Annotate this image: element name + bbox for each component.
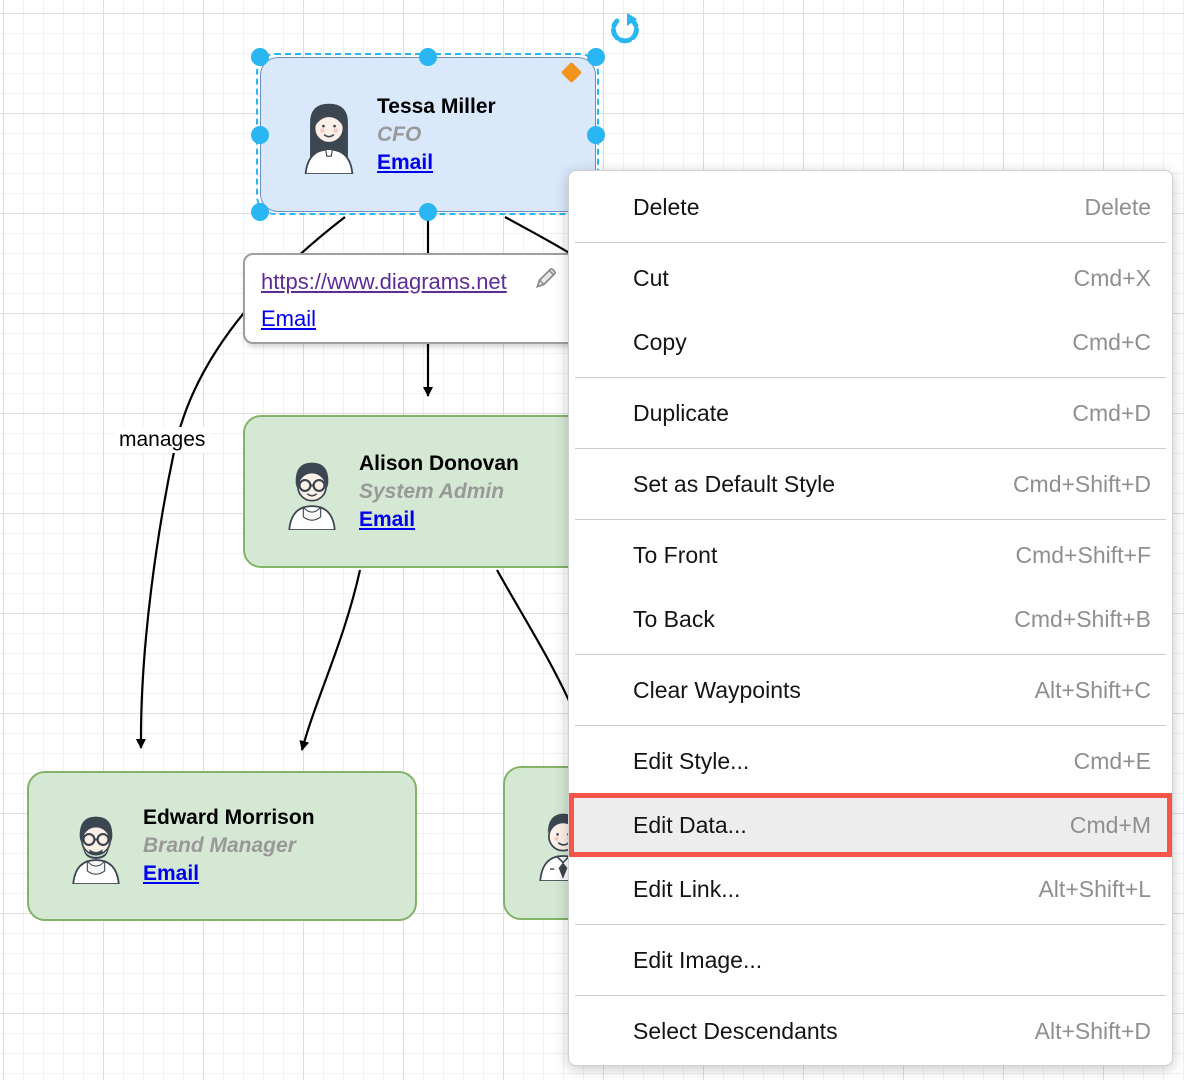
node-role: Brand Manager xyxy=(143,834,296,857)
menu-separator xyxy=(575,448,1166,449)
menu-item-shortcut: Delete xyxy=(1084,193,1151,220)
menu-item-to-front[interactable]: To Front Cmd+Shift+F xyxy=(569,523,1172,587)
node-alison-donovan[interactable]: Alison Donovan System Admin Email xyxy=(243,415,585,568)
menu-item-label: Duplicate xyxy=(633,399,729,426)
menu-item-label: Cut xyxy=(633,264,669,291)
selection-handle[interactable] xyxy=(251,48,269,66)
selection-handle[interactable] xyxy=(419,203,437,221)
edge-alison-right xyxy=(496,569,577,715)
menu-item-edit-style[interactable]: Edit Style... Cmd+E xyxy=(569,729,1172,793)
menu-item-shortcut: Cmd+Shift+B xyxy=(1014,605,1151,632)
selection-handle[interactable] xyxy=(587,48,605,66)
menu-item-edit-data[interactable]: Edit Data... Cmd+M xyxy=(569,793,1172,857)
link-popup: https://www.diagrams.net Email xyxy=(243,253,601,344)
menu-item-shortcut: Cmd+C xyxy=(1072,328,1151,355)
menu-item-label: Edit Link... xyxy=(633,875,741,902)
menu-item-edit-image[interactable]: Edit Image... xyxy=(569,928,1172,992)
menu-item-shortcut: Cmd+Shift+F xyxy=(1015,541,1152,568)
menu-item-cut[interactable]: Cut Cmd+X xyxy=(569,246,1172,310)
menu-separator xyxy=(575,519,1166,520)
node-email-link[interactable]: Email xyxy=(359,507,416,531)
menu-item-edit-link[interactable]: Edit Link... Alt+Shift+L xyxy=(569,857,1172,921)
menu-item-shortcut: Cmd+D xyxy=(1072,399,1151,426)
menu-item-label: Clear Waypoints xyxy=(633,676,801,703)
menu-item-shortcut: Alt+Shift+C xyxy=(1034,676,1151,703)
node-edward-morrison[interactable]: Edward Morrison Brand Manager Email xyxy=(27,771,417,921)
menu-item-label: Edit Style... xyxy=(633,747,750,774)
menu-separator xyxy=(575,377,1166,378)
avatar-man-glasses-icon xyxy=(288,462,336,530)
menu-item-shortcut: Cmd+Shift+D xyxy=(1012,470,1151,497)
selection-handle[interactable] xyxy=(419,48,437,66)
edge-alison-edward xyxy=(299,569,362,751)
node-role: System Admin xyxy=(359,479,505,503)
menu-item-shortcut: Cmd+X xyxy=(1073,264,1151,291)
rotate-icon[interactable] xyxy=(605,13,641,49)
menu-item-label: Edit Data... xyxy=(633,811,747,838)
menu-item-clear-waypoints[interactable]: Clear Waypoints Alt+Shift+C xyxy=(569,658,1172,722)
node-name: Tessa Miller xyxy=(377,94,496,118)
selection-handle[interactable] xyxy=(587,126,605,144)
selection-handle[interactable] xyxy=(251,126,269,144)
menu-separator xyxy=(575,242,1166,243)
node-name: Alison Donovan xyxy=(359,451,519,475)
node-name: Edward Morrison xyxy=(143,806,315,829)
menu-item-label: To Front xyxy=(633,541,718,568)
menu-item-to-back[interactable]: To Back Cmd+Shift+B xyxy=(569,587,1172,651)
menu-item-delete[interactable]: Delete Delete xyxy=(569,175,1172,239)
avatar-woman-icon xyxy=(304,103,354,174)
context-menu: Delete Delete Cut Cmd+X Copy Cmd+C Dupli… xyxy=(568,170,1173,1066)
pencil-icon[interactable] xyxy=(533,265,559,291)
menu-item-shortcut: Cmd+M xyxy=(1069,811,1151,838)
diagrams-net-link[interactable]: https://www.diagrams.net xyxy=(261,269,507,294)
menu-separator xyxy=(575,924,1166,925)
menu-separator xyxy=(575,995,1166,996)
node-email-link[interactable]: Email xyxy=(377,150,434,174)
node-tessa-miller[interactable]: Tessa Miller CFO Email xyxy=(260,57,596,212)
node-role: CFO xyxy=(377,122,422,146)
menu-item-select-descendants[interactable]: Select Descendants Alt+Shift+D xyxy=(569,999,1172,1063)
edge-label-manages[interactable]: manages xyxy=(114,427,211,453)
menu-item-label: Delete xyxy=(633,193,700,220)
menu-item-label: Select Descendants xyxy=(633,1017,838,1044)
menu-item-label: Copy xyxy=(633,328,687,355)
menu-item-shortcut: Alt+Shift+L xyxy=(1038,875,1151,902)
menu-item-set-as-default-style[interactable]: Set as Default Style Cmd+Shift+D xyxy=(569,452,1172,516)
menu-item-shortcut: Cmd+E xyxy=(1073,747,1151,774)
selection-handle[interactable] xyxy=(251,203,269,221)
avatar-man-glasses-beard-icon xyxy=(72,816,120,884)
menu-separator xyxy=(575,725,1166,726)
menu-item-label: To Back xyxy=(633,605,715,632)
menu-item-label: Edit Image... xyxy=(633,946,763,973)
popup-email-link[interactable]: Email xyxy=(261,306,317,331)
node-email-link[interactable]: Email xyxy=(143,862,200,885)
menu-item-shortcut: Alt+Shift+D xyxy=(1034,1017,1151,1044)
menu-item-label: Set as Default Style xyxy=(633,470,835,497)
menu-item-duplicate[interactable]: Duplicate Cmd+D xyxy=(569,381,1172,445)
menu-item-copy[interactable]: Copy Cmd+C xyxy=(569,310,1172,374)
menu-separator xyxy=(575,654,1166,655)
